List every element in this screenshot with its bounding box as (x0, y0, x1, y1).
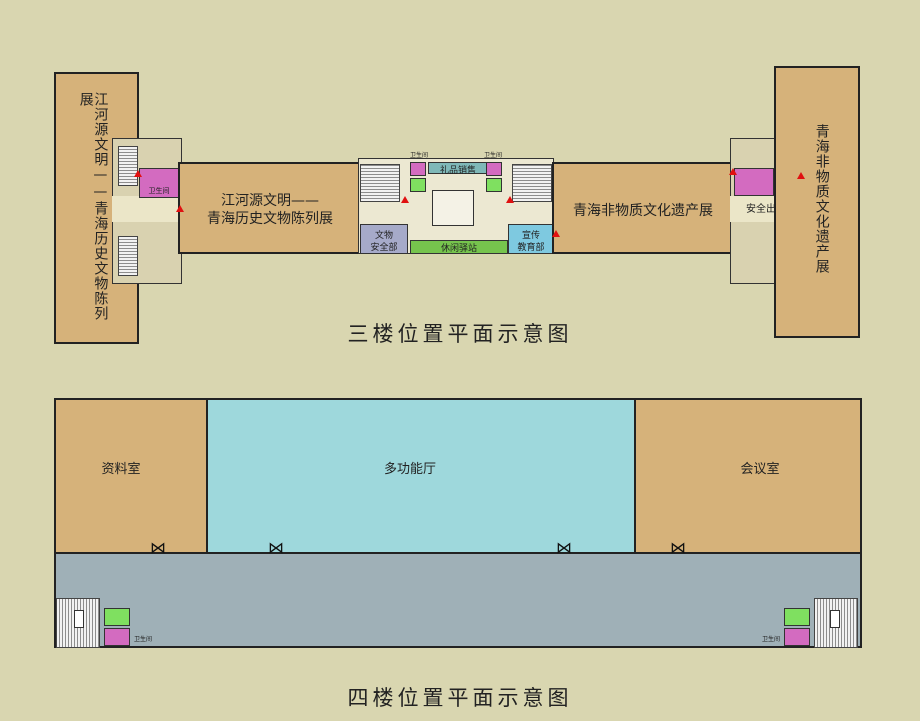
restroom-small-label: 卫生间 (409, 152, 428, 159)
restroom-small-label: 卫生间 (148, 187, 170, 195)
gift-shop-label: 礼品销售 (439, 166, 476, 176)
restroom-icon (486, 162, 502, 176)
stair-landing (830, 610, 840, 628)
stairs-icon (512, 164, 552, 202)
multi-function-hall[interactable] (206, 398, 636, 554)
floor4-caption: 四楼位置平面示意图 (347, 686, 573, 710)
atrium-void (432, 190, 474, 226)
publicity-line1: 宣传 (521, 231, 540, 241)
door-marker-icon (552, 230, 560, 237)
floor4-plan: 资料室 多功能厅 会议室 ⋈ ⋈ ⋈ ⋈ 卫生间 卫生间 四楼位置平面示意图 (0, 390, 920, 721)
stairs-icon (118, 146, 138, 186)
door-marker-icon (401, 196, 409, 203)
heritage-exhibit-hall[interactable] (552, 162, 734, 254)
restroom-icon (410, 178, 426, 192)
double-door-icon: ⋈ (670, 538, 686, 557)
restroom-small-label: 卫生间 (483, 152, 502, 159)
safety-exit-label: 安全出口 (746, 204, 786, 215)
meeting-room-label: 会议室 (740, 462, 780, 477)
door-marker-icon (729, 168, 737, 175)
history-hall-line2: 青海历史文物陈列展 (207, 211, 333, 227)
publicity-line2: 教育部 (517, 243, 545, 253)
restroom-icon (784, 628, 810, 646)
meeting-room[interactable] (634, 398, 862, 554)
restroom-icon (486, 178, 502, 192)
restroom-icon (104, 608, 130, 626)
restroom-icon (734, 168, 774, 196)
double-door-icon: ⋈ (268, 538, 284, 557)
relics-security-office[interactable] (360, 224, 408, 254)
double-door-icon: ⋈ (150, 538, 166, 557)
left-wing-label: 江河源文明——青海历史文物陈列展 (77, 92, 109, 321)
door-marker-icon (176, 205, 184, 212)
right-wing-exhibit[interactable] (774, 66, 860, 338)
lounge-label: 休闲驿站 (440, 244, 477, 254)
restroom-icon (410, 162, 426, 176)
history-hall-line1: 江河源文明—— (221, 193, 319, 209)
double-door-icon: ⋈ (556, 538, 572, 557)
door-marker-icon (506, 196, 514, 203)
floor3-caption: 三楼位置平面示意图 (347, 322, 573, 346)
archive-room[interactable] (54, 398, 208, 554)
restroom-icon (784, 608, 810, 626)
relics-security-line2: 安全部 (370, 243, 398, 253)
publicity-office[interactable] (508, 224, 554, 254)
left-corridor (112, 196, 182, 222)
floor3-plan: 江河源文明——青海历史文物陈列展 卫生间 江河源文明—— 青海历史文物陈列展 礼… (0, 0, 920, 360)
door-marker-icon (797, 172, 805, 179)
relics-security-line1: 文物 (374, 231, 393, 241)
door-marker-icon (134, 170, 142, 177)
stairs-icon (118, 236, 138, 276)
restroom-icon (139, 168, 179, 198)
right-wing-label: 青海非物质文化遗产展 (813, 124, 830, 274)
stair-landing (74, 610, 84, 628)
stairs-icon (360, 164, 400, 202)
restroom-small-label: 卫生间 (133, 636, 152, 643)
restroom-icon (104, 628, 130, 646)
restroom-small-label: 卫生间 (761, 636, 780, 643)
multi-hall-label: 多功能厅 (383, 462, 436, 477)
lounge[interactable] (410, 240, 508, 254)
archive-room-label: 资料室 (101, 462, 141, 477)
heritage-hall-label: 青海非物质文化遗产展 (573, 203, 713, 219)
